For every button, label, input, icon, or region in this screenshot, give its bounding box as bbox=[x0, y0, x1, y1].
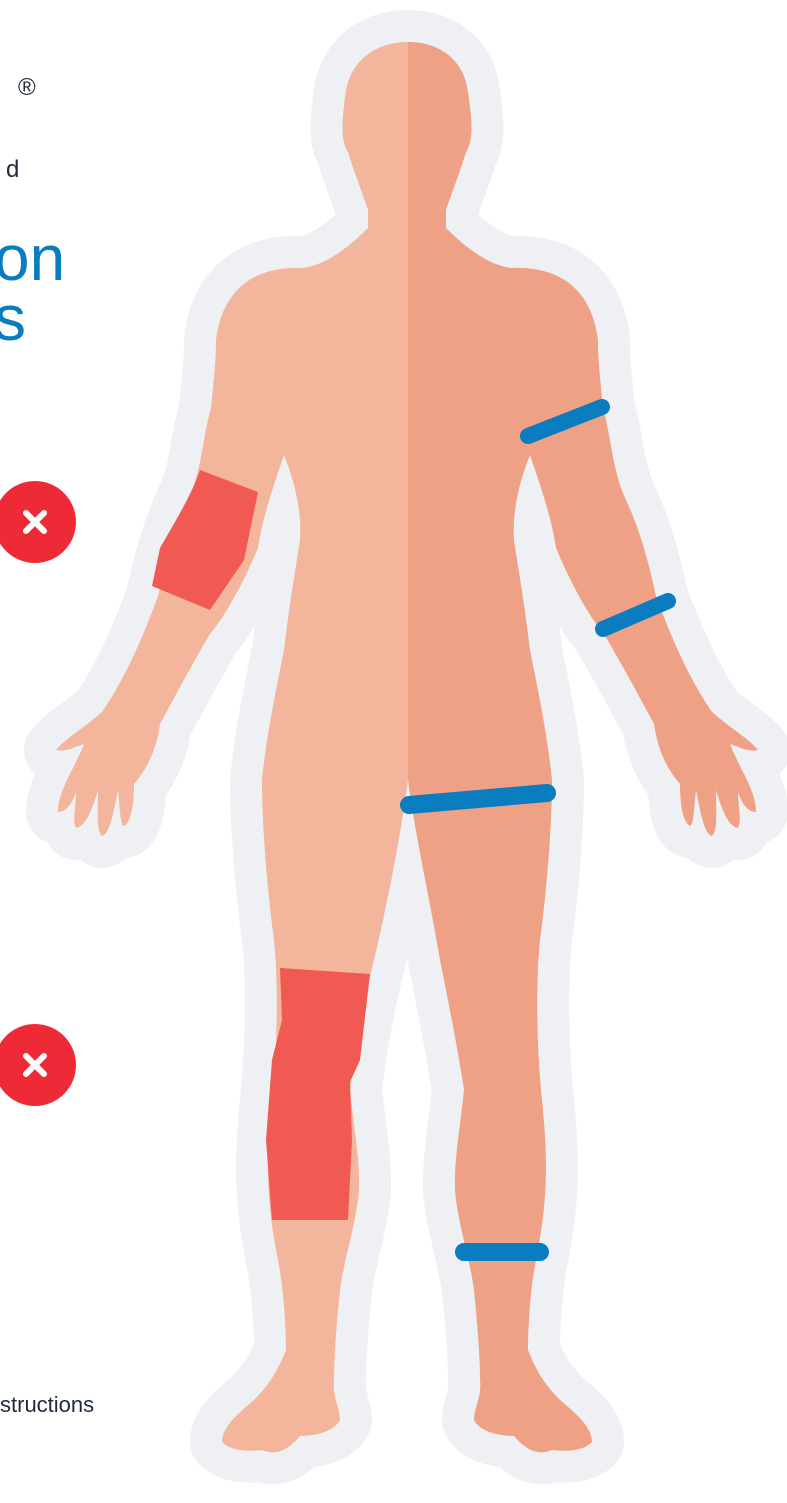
blue-band-thigh bbox=[409, 793, 547, 805]
